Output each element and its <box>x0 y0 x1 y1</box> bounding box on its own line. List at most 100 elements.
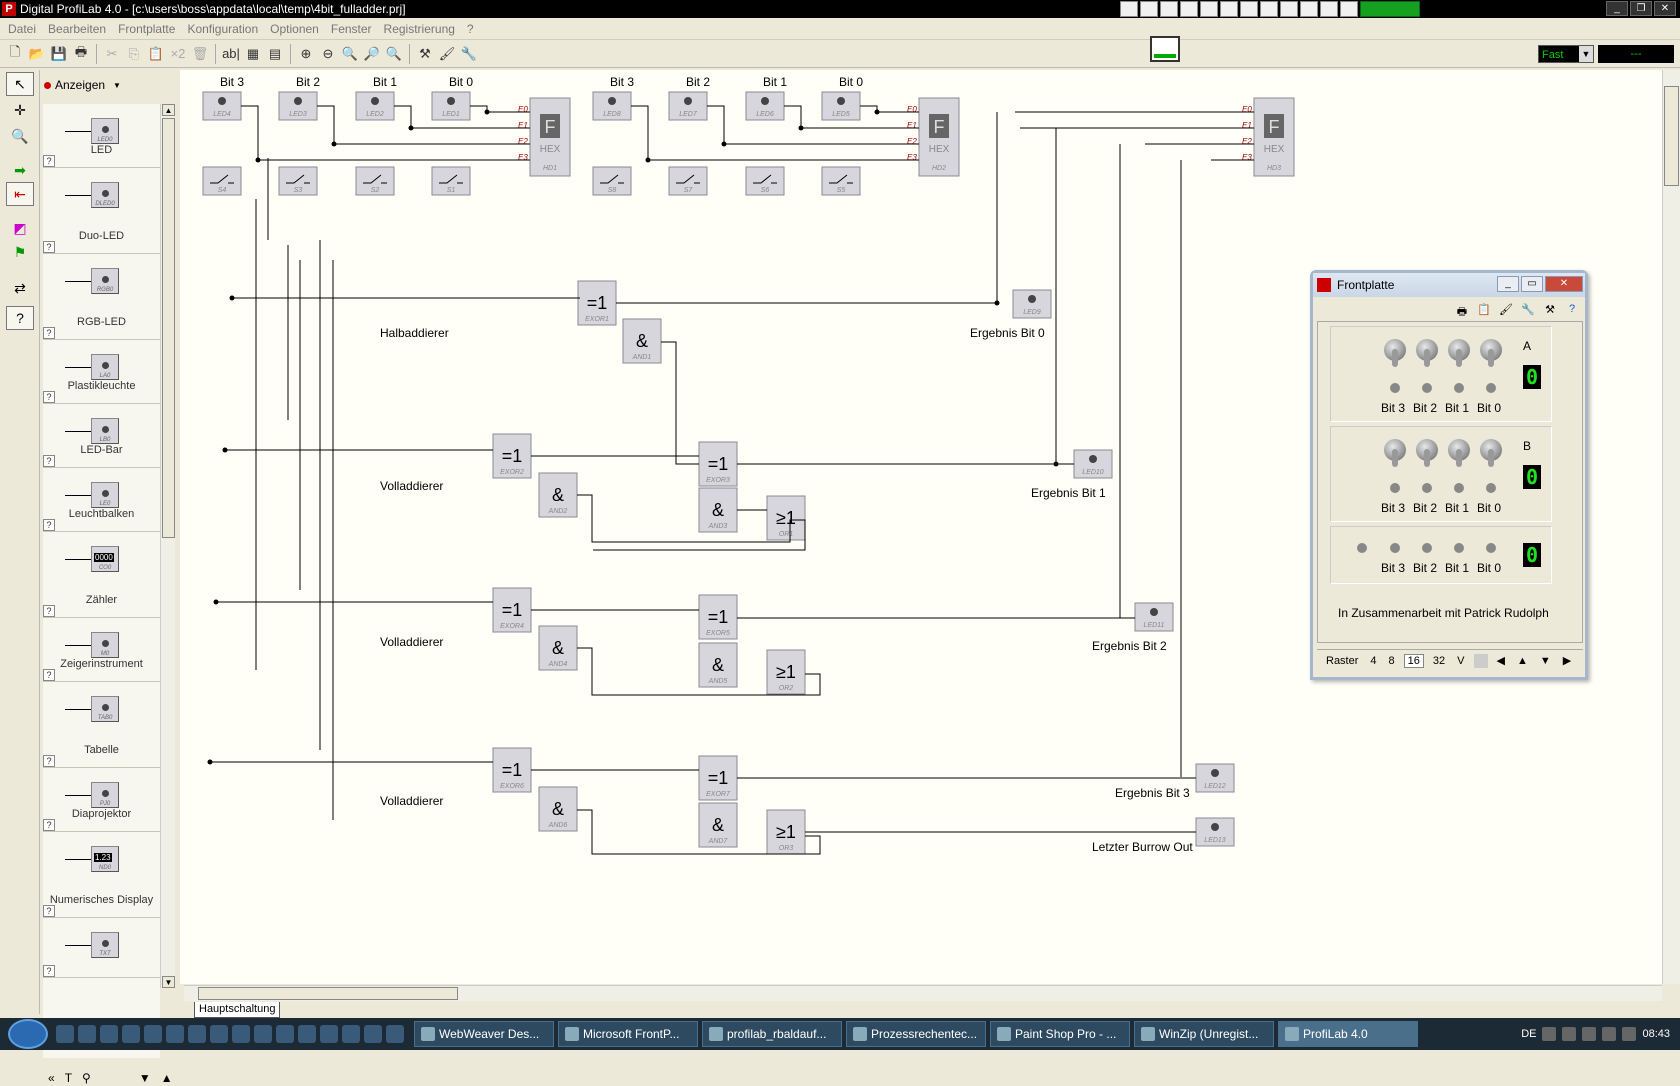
led-output[interactable] <box>1012 289 1052 319</box>
toggle-switch[interactable] <box>1416 439 1438 469</box>
speed-select[interactable]: Fast ▼ <box>1538 45 1594 63</box>
menu-item[interactable]: Optionen <box>270 21 319 36</box>
left-arrow-icon[interactable]: ◀ <box>1496 655 1505 667</box>
print-icon[interactable]: 🖶 <box>1456 306 1468 318</box>
help-icon[interactable]: ? <box>43 965 55 977</box>
run-icon[interactable]: 🖌 <box>438 45 456 61</box>
zoom-tool-icon[interactable]: 🔍 <box>11 127 29 144</box>
help-icon[interactable]: ? <box>43 519 55 531</box>
help-icon[interactable]: ? <box>43 605 55 617</box>
ql-icon[interactable] <box>342 1025 360 1043</box>
arrow-right-icon[interactable]: ➡ <box>14 161 26 178</box>
ql-icon[interactable] <box>1200 1 1218 17</box>
ql-icon[interactable] <box>232 1025 250 1043</box>
toggle-switch[interactable] <box>1480 339 1502 369</box>
help-icon[interactable]: ? <box>43 241 55 253</box>
logic-gate[interactable] <box>698 802 738 848</box>
table-icon[interactable]: ▦ <box>246 45 260 61</box>
ql-icon[interactable] <box>144 1025 162 1043</box>
toggle-switch[interactable] <box>1384 339 1406 369</box>
language-indicator[interactable]: DE <box>1521 1028 1537 1040</box>
toggle-switch[interactable] <box>1448 439 1470 469</box>
logic-gate[interactable] <box>577 280 617 326</box>
menu-item[interactable]: Bearbeiten <box>48 21 107 36</box>
clock[interactable]: 08:43 <box>1642 1028 1670 1040</box>
paste-icon[interactable]: 📋 <box>147 45 165 61</box>
led-output[interactable] <box>1134 602 1174 632</box>
taskbar-task[interactable]: WebWeaver Des... <box>414 1021 554 1047</box>
down-arrow-icon[interactable]: ▼ <box>138 1071 151 1085</box>
logic-gate[interactable] <box>766 495 806 541</box>
label-tool-icon[interactable]: ab| <box>222 46 240 61</box>
horizontal-scrollbar[interactable] <box>184 985 1662 1001</box>
taskbar-task[interactable]: profilab_rbaldauf... <box>702 1021 842 1047</box>
text-tool-icon[interactable]: T <box>64 1071 73 1085</box>
menu-item[interactable]: ? <box>466 21 474 36</box>
ql-icon[interactable] <box>1340 1 1358 17</box>
ql-icon[interactable] <box>122 1025 140 1043</box>
logic-gate[interactable] <box>622 318 662 364</box>
help-cursor-icon[interactable]: ? <box>6 306 34 330</box>
ql-icon[interactable] <box>78 1025 96 1043</box>
help-icon[interactable]: ? <box>43 391 55 403</box>
brush-icon[interactable]: 🖌 <box>1499 304 1513 316</box>
stop-sim-icon[interactable]: ⇤ <box>6 182 34 206</box>
help-icon[interactable]: ? <box>43 327 55 339</box>
sheet-tab[interactable]: Hauptschaltung <box>194 1002 281 1018</box>
wrench-icon[interactable]: 🔧 <box>1521 304 1535 316</box>
palette-scrollbar[interactable]: ▲ ▼ <box>160 104 175 988</box>
menu-item[interactable]: Konfiguration <box>187 21 259 36</box>
switch[interactable] <box>278 166 318 196</box>
ql-icon[interactable] <box>166 1025 184 1043</box>
help-icon[interactable]: ? <box>1568 303 1576 315</box>
chevron-down-icon[interactable]: ▼ <box>1579 46 1593 62</box>
volume-icon[interactable] <box>1622 1027 1637 1041</box>
cut-icon[interactable]: ✂ <box>106 45 118 61</box>
start-button[interactable] <box>8 1019 48 1049</box>
logic-gate[interactable] <box>766 809 806 855</box>
toggle-switch[interactable] <box>1416 339 1438 369</box>
vertical-scrollbar[interactable] <box>1662 70 1680 984</box>
raster-option[interactable]: 32 <box>1432 654 1446 667</box>
switch[interactable] <box>355 166 395 196</box>
ql-icon[interactable] <box>1280 1 1298 17</box>
flag-icon[interactable]: ⚑ <box>13 243 27 260</box>
led-input[interactable] <box>202 91 242 121</box>
logic-gate[interactable] <box>698 642 738 688</box>
scroll-down-icon[interactable]: ▼ <box>162 976 175 988</box>
switch[interactable] <box>431 166 471 196</box>
toggle-switch[interactable] <box>1448 339 1470 369</box>
maximize-button[interactable]: ▭ <box>1521 276 1543 292</box>
ql-icon[interactable] <box>254 1025 272 1043</box>
build-icon[interactable]: ⚒ <box>419 45 431 61</box>
logic-gate[interactable] <box>538 472 578 518</box>
copy-icon[interactable]: ⎘ <box>128 45 140 61</box>
copy-x2-icon[interactable]: ×2 <box>170 46 186 61</box>
stop-icon[interactable]: 🔧 <box>460 45 478 61</box>
logic-gate[interactable] <box>538 625 578 671</box>
ql-icon[interactable] <box>1240 1 1258 17</box>
menu-item[interactable]: Fenster <box>330 21 372 36</box>
color-tool-icon[interactable]: ◩ <box>13 219 27 236</box>
zoom-page-icon[interactable]: 🔎 <box>363 45 381 61</box>
minimize-button[interactable]: _ <box>1497 276 1519 292</box>
led-input[interactable] <box>592 91 632 121</box>
ql-icon[interactable] <box>56 1025 74 1043</box>
taskbar-task[interactable]: ProfiLab 4.0 <box>1278 1021 1418 1047</box>
led-input[interactable] <box>668 91 708 121</box>
zoom-in-icon[interactable]: ⊕ <box>300 45 312 61</box>
ql-icon[interactable] <box>276 1025 294 1043</box>
close-button[interactable]: ✕ <box>1545 276 1583 292</box>
logic-gate[interactable] <box>492 587 532 633</box>
tray-icon[interactable] <box>1542 1027 1557 1041</box>
taskbar-task[interactable]: Paint Shop Pro - ... <box>990 1021 1130 1047</box>
ql-icon[interactable] <box>210 1025 228 1043</box>
ql-icon[interactable] <box>1120 1 1138 17</box>
